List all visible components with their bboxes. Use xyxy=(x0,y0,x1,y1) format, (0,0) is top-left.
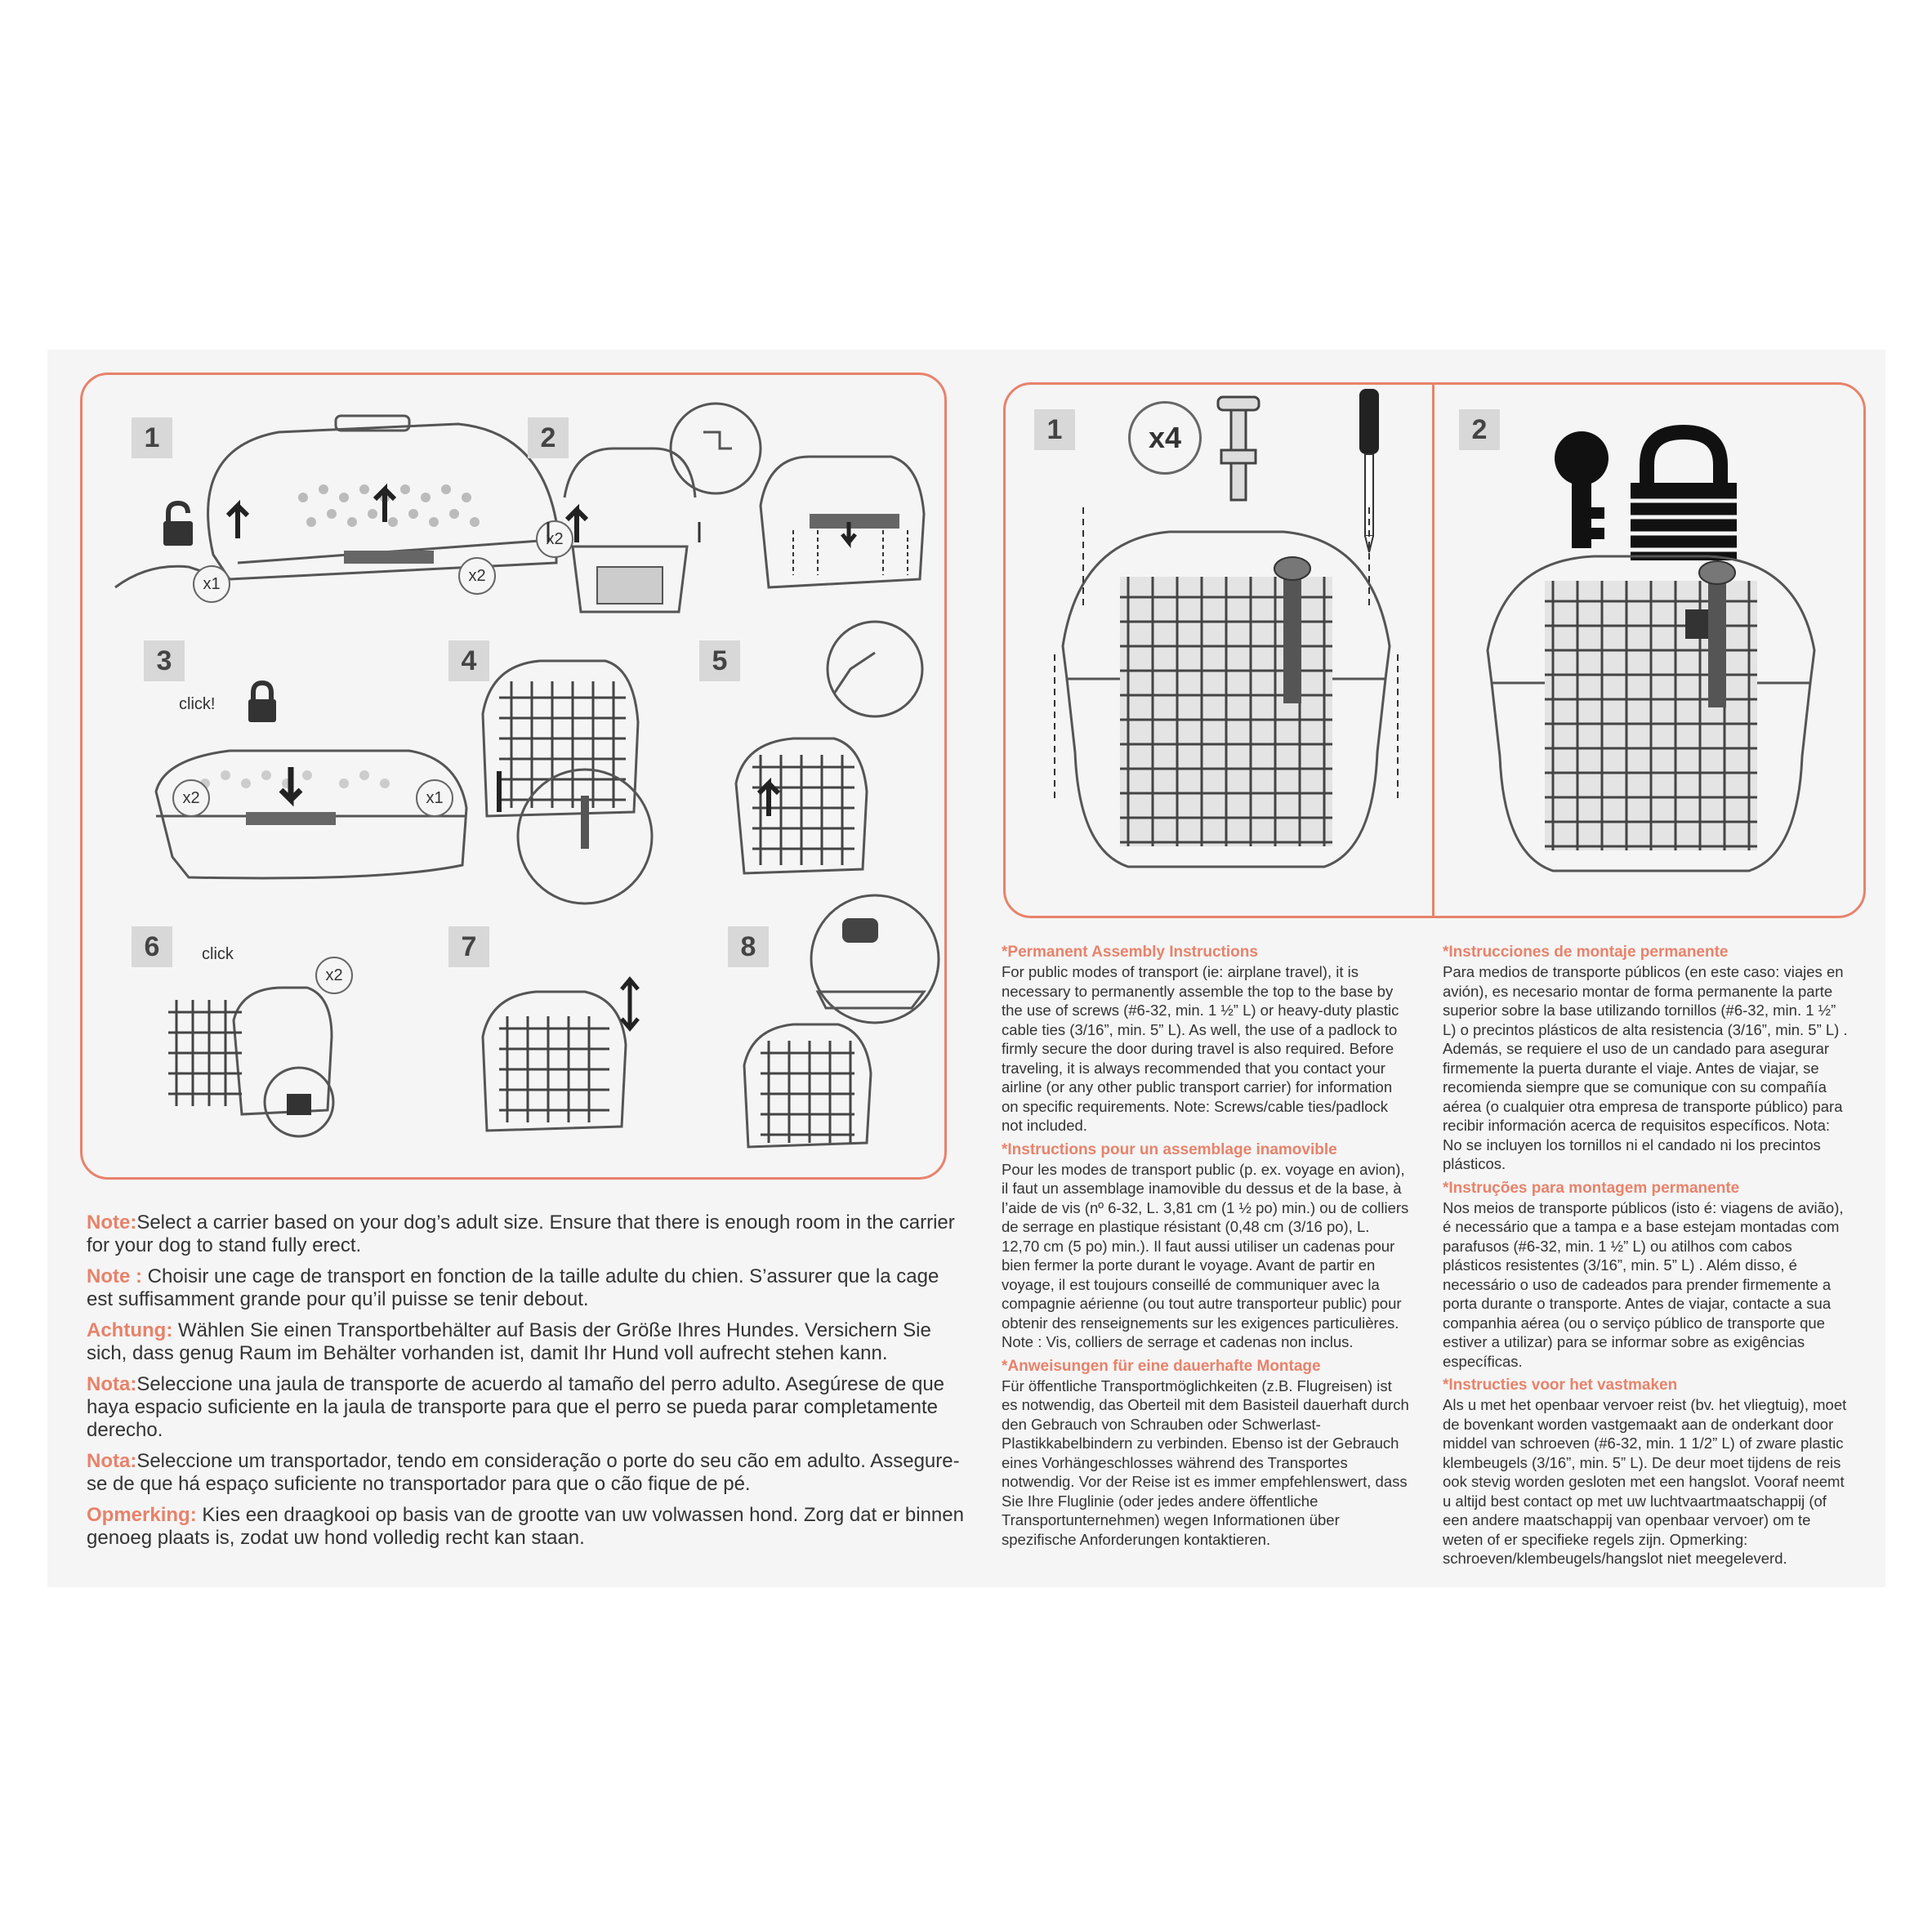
instructions-fr-title: *Instructions pour un assemblage inamovi… xyxy=(1002,1140,1337,1158)
instructions-es-body: Para medios de transporte públicos (en e… xyxy=(1443,963,1848,1172)
step-1-number: 1 xyxy=(132,417,172,458)
badge-x2: x2 xyxy=(315,957,353,994)
step-5-number: 5 xyxy=(699,640,740,681)
click-label: click xyxy=(202,945,234,963)
note-de: Achtung: Wählen Sie einen Transportbehäl… xyxy=(87,1319,931,1364)
instructions-column-left: *Permanent Assembly Instructions For pub… xyxy=(1002,943,1410,1554)
permanent-assembly-panel: 1 x4 2 xyxy=(1003,382,1866,918)
step-8-number: 8 xyxy=(728,926,769,967)
step-7-number: 7 xyxy=(448,926,489,967)
permanent-step-2-number: 2 xyxy=(1459,409,1500,450)
permanent-step-1-number: 1 xyxy=(1034,409,1075,450)
note-es: Nota:Seleccione una jaula de transporte … xyxy=(87,1373,945,1441)
instructions-fr-body: Pour les modes de transport public (p. e… xyxy=(1002,1160,1409,1351)
badge-x4: x4 xyxy=(1128,401,1202,475)
badge-x2: x2 xyxy=(172,779,210,817)
badge-x2: x2 xyxy=(536,520,573,558)
note-fr: Note : Choisir une cage de transport en … xyxy=(87,1265,939,1310)
instructions-en-body: For public modes of transport (ie: airpl… xyxy=(1002,963,1399,1134)
permanent-step-1-illustration xyxy=(1054,507,1399,868)
instructions-nl-body: Als u met het openbaar vervoer reist (bv… xyxy=(1443,1396,1847,1567)
instruction-sheet: 1 x1 x2 x2 2 xyxy=(47,350,1885,1587)
padlock-icon xyxy=(1631,424,1737,560)
unlock-icon xyxy=(163,500,193,546)
assembly-steps-panel: 1 x1 x2 x2 2 xyxy=(80,373,947,1180)
lock-icon xyxy=(248,680,276,722)
note-nl: Opmerking: Kies een draagkooi op basis v… xyxy=(87,1504,964,1549)
step-3-number: 3 xyxy=(144,640,185,681)
click-label: click! xyxy=(179,695,216,713)
instructions-de-title: *Anweisungen für eine dauerhafte Montage xyxy=(1002,1357,1321,1375)
instructions-column-right: *Instrucciones de montaje permanente Par… xyxy=(1443,943,1851,1573)
key-icon xyxy=(1555,431,1609,548)
step-7-illustration xyxy=(481,976,640,1132)
step-3-illustration xyxy=(154,749,468,880)
permanent-step-2-illustration xyxy=(1486,555,1816,872)
step-2-number: 2 xyxy=(528,417,569,458)
size-notes: Note:Select a carrier based on your dog’… xyxy=(87,1211,969,1558)
step-4-illustration xyxy=(481,659,654,905)
instructions-pt-title: *Instruções para montagem permanente xyxy=(1443,1179,1740,1197)
instructions-de-body: Für öffentliche Transportmöglichkeiten (… xyxy=(1002,1376,1409,1548)
arrow-up-icon xyxy=(373,483,397,522)
step-5-illustration xyxy=(734,620,924,875)
step-6-number: 6 xyxy=(132,926,172,967)
instructions-pt-body: Nos meios de transporte públicos (isto é… xyxy=(1443,1198,1844,1370)
instructions-es-title: *Instrucciones de montaje permanente xyxy=(1443,944,1729,961)
step-6-illustration xyxy=(168,986,335,1138)
badge-x2: x2 xyxy=(458,557,496,595)
badge-x1: x1 xyxy=(193,565,230,603)
instructions-en-title: *Permanent Assembly Instructions xyxy=(1002,944,1258,961)
note-en: Note:Select a carrier based on your dog’… xyxy=(87,1211,955,1256)
note-pt: Nota:Seleccione um transportador, tendo … xyxy=(87,1450,960,1495)
step-2-illustration xyxy=(547,402,926,614)
instructions-nl-title: *Instructies voor het vastmaken xyxy=(1443,1376,1678,1394)
screw-icon xyxy=(1216,395,1260,502)
step-4-number: 4 xyxy=(448,640,489,681)
step-1-illustration xyxy=(114,414,589,589)
badge-x1: x1 xyxy=(416,779,453,817)
panel-divider xyxy=(1432,385,1434,916)
arrow-down-icon xyxy=(279,767,303,807)
step-8-illustration xyxy=(743,894,940,1149)
